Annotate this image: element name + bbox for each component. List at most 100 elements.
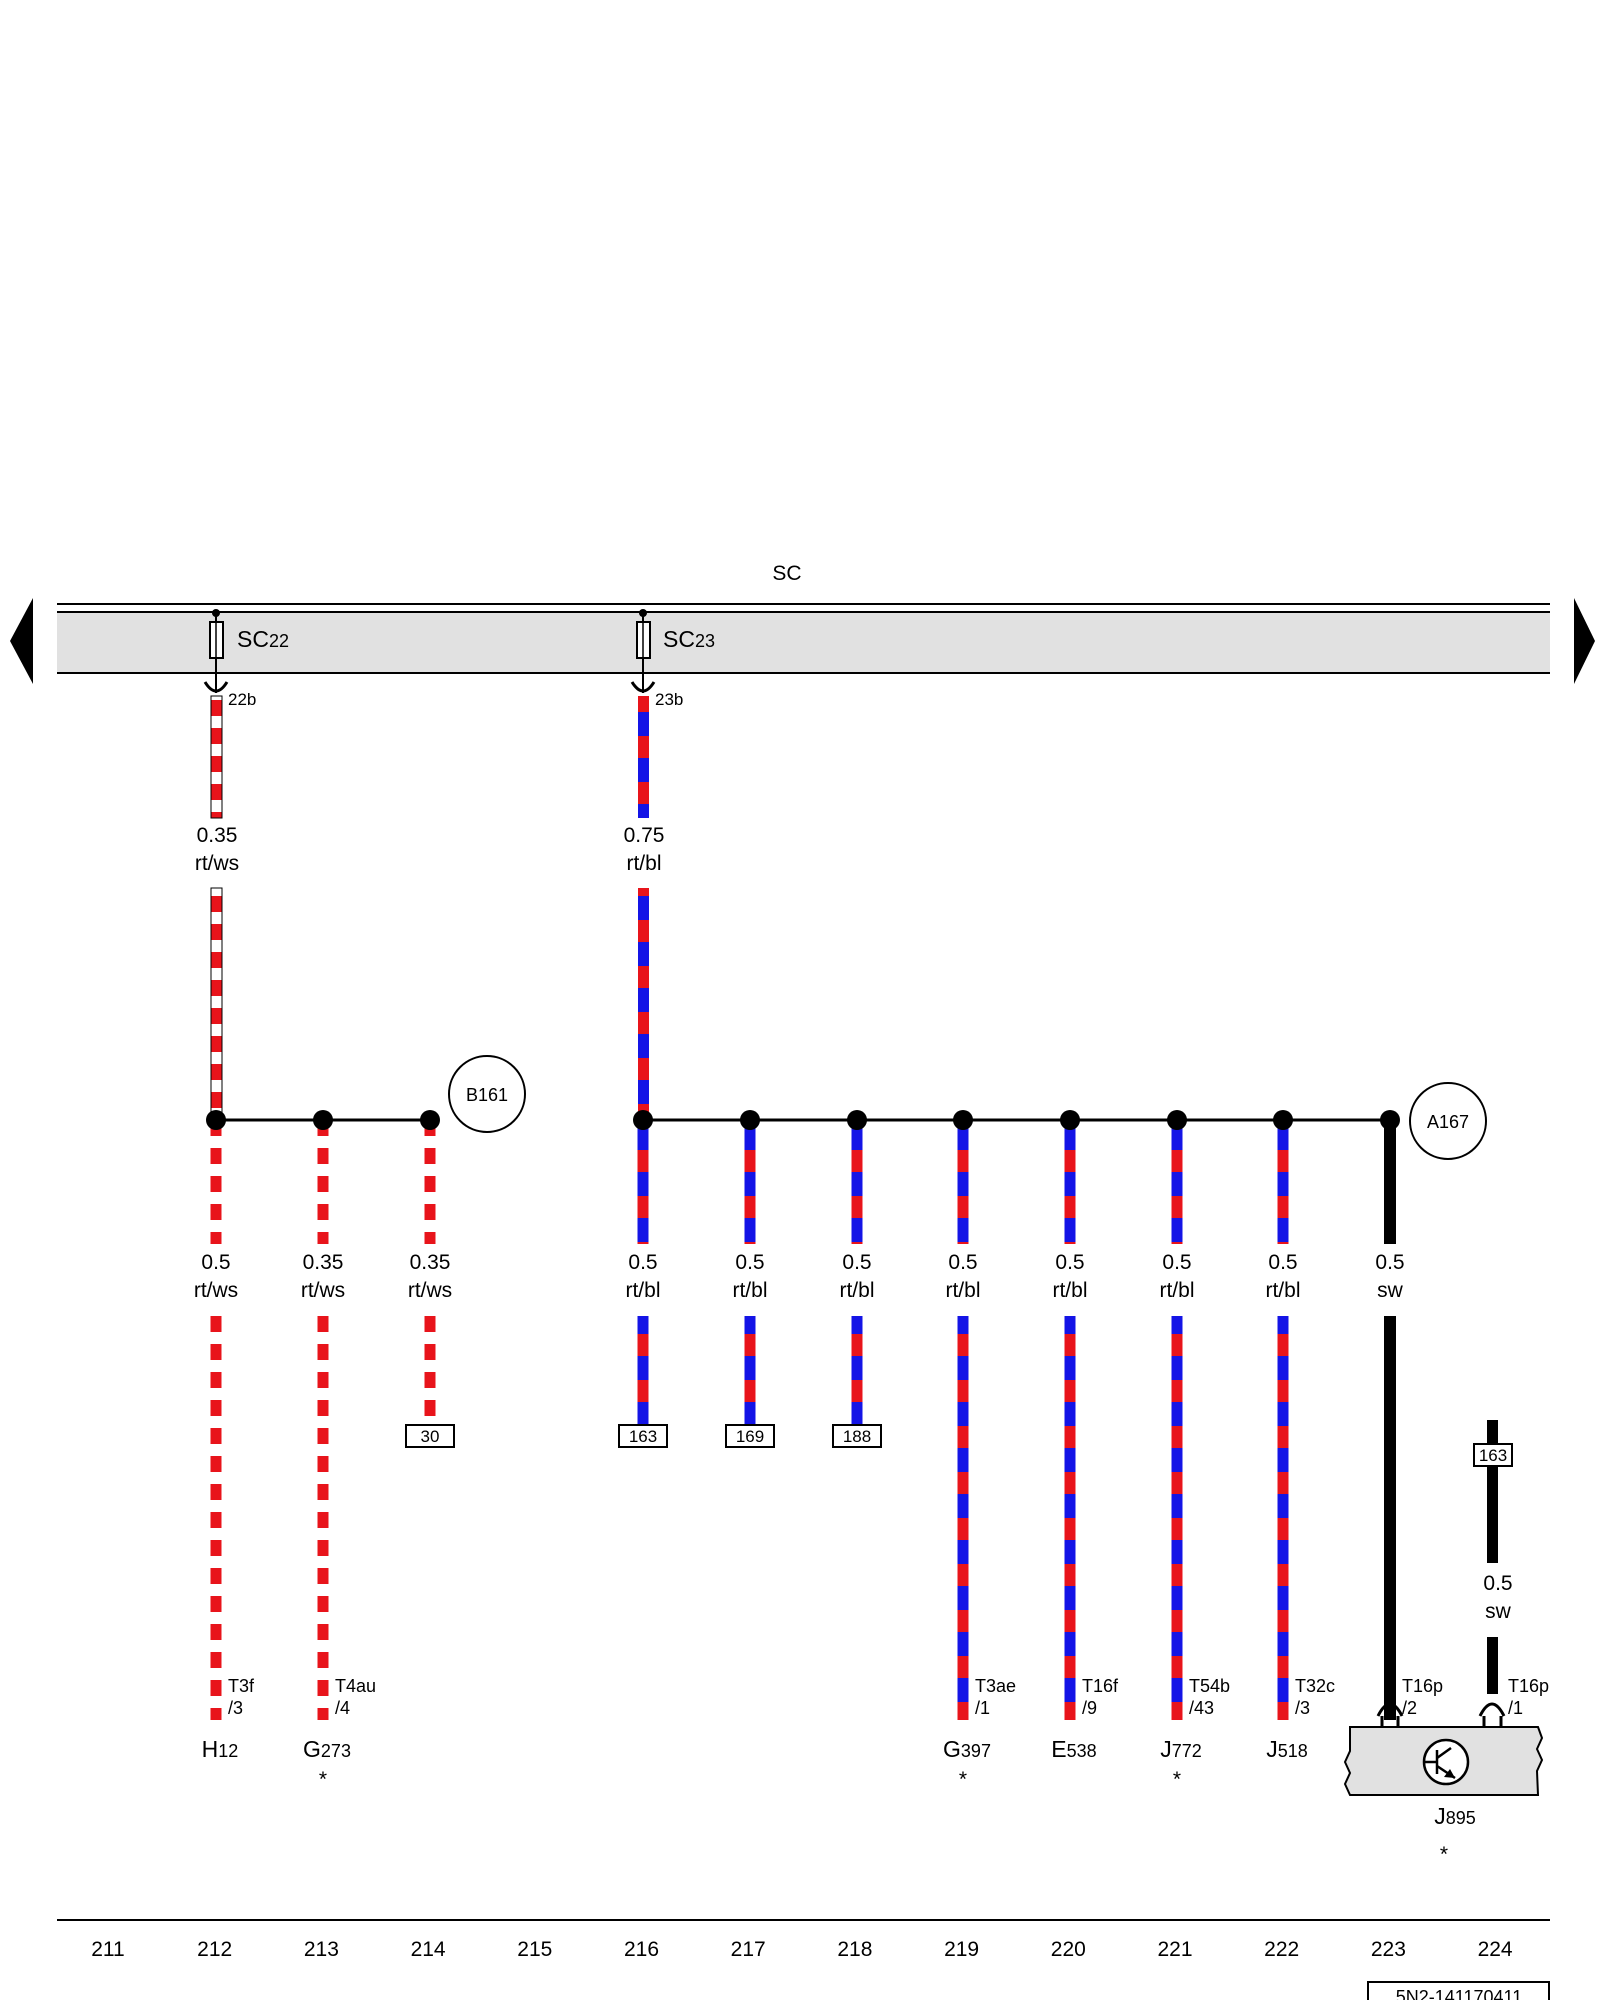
branch-wire-lower	[210, 1316, 222, 1720]
branch-wire-lower	[851, 1316, 863, 1425]
page-ref-label: 30	[421, 1427, 440, 1446]
page-ref-box[interactable]	[618, 1424, 668, 1448]
doc-id: 5N2-141170411	[1396, 1987, 1522, 2000]
fuse-sc23-name: SC23	[663, 626, 715, 652]
branch-size: 0.5	[1268, 1251, 1297, 1274]
branch-size: 0.5	[1055, 1251, 1084, 1274]
junction-dot	[953, 1110, 973, 1130]
trunk-wire-rtws	[210, 695, 223, 1121]
component-label: G397	[943, 1736, 991, 1762]
branch-wire-upper	[317, 1120, 329, 1244]
connector-pin: T54b	[1189, 1676, 1230, 1696]
branch-wire-upper	[1064, 1120, 1076, 1244]
connector-pin: T3ae	[975, 1676, 1016, 1696]
junction-dot	[1060, 1110, 1080, 1130]
branch-size: 0.5	[735, 1251, 764, 1274]
connector-pin: T3f	[228, 1676, 255, 1696]
junction-dot	[1167, 1110, 1187, 1130]
plug-icon	[1376, 1702, 1404, 1717]
j895-label: J895	[1434, 1803, 1476, 1829]
grid-number: 216	[624, 1938, 659, 1961]
connector-pin-no: /1	[975, 1698, 990, 1718]
grid-number: 214	[411, 1938, 446, 1961]
branch-color: rt/ws	[194, 1279, 238, 1302]
branch-size: 0.5	[842, 1251, 871, 1274]
page-ref-label: 188	[843, 1427, 871, 1446]
branch-wire-upper	[424, 1120, 436, 1244]
sc-bus-bar	[57, 603, 1550, 674]
junction-dot	[420, 1110, 440, 1130]
trunk-color-1: rt/ws	[195, 852, 239, 875]
fuse-sc23[interactable]	[630, 609, 656, 693]
grid-number: 224	[1478, 1938, 1513, 1961]
splice-b161-label: B161	[466, 1085, 508, 1105]
connector-pin: T16p	[1402, 1676, 1443, 1696]
branch-wire-lower	[1384, 1316, 1396, 1720]
j895-ref-box[interactable]: 163	[1473, 1443, 1513, 1467]
connector-pin-no: /2	[1402, 1698, 1417, 1718]
grid-number: 212	[197, 1938, 232, 1961]
doc-id-box: 5N2-141170411	[1367, 1981, 1550, 2000]
junction-dot	[633, 1110, 653, 1130]
branch-wire-upper	[1277, 1120, 1289, 1244]
previous-page-arrow[interactable]	[10, 598, 33, 684]
grid-number: 223	[1371, 1938, 1406, 1961]
grid-number: 215	[517, 1938, 552, 1961]
page-ref-box[interactable]	[725, 1424, 775, 1448]
component-label: J772	[1160, 1736, 1202, 1762]
splice-b161: B161	[448, 1055, 526, 1133]
branch-color: rt/bl	[1265, 1279, 1300, 1302]
branch-size: 0.5	[948, 1251, 977, 1274]
branch-wire-lower	[744, 1316, 756, 1425]
grid-number: 219	[944, 1938, 979, 1961]
connector-pin: T32c	[1295, 1676, 1335, 1696]
grid-number: 218	[837, 1938, 872, 1961]
component-label: G273	[303, 1736, 351, 1762]
grid-number: 213	[304, 1938, 339, 1961]
page-ref-box[interactable]	[832, 1424, 882, 1448]
connector-pin-no: /4	[335, 1698, 350, 1718]
branch-color: rt/bl	[945, 1279, 980, 1302]
branch-size: 0.5	[201, 1251, 230, 1274]
junction-dot	[740, 1110, 760, 1130]
connector-pin-no: /43	[1189, 1698, 1214, 1718]
trunk-size-2: 0.75	[624, 824, 665, 847]
junction-dot	[1380, 1110, 1400, 1130]
j895-star: *	[1440, 1843, 1448, 1866]
j895-wire	[1478, 1420, 1506, 1727]
grid-number: 220	[1051, 1938, 1086, 1961]
branch-wire-lower	[637, 1316, 649, 1425]
j895-pin: T16p	[1508, 1676, 1549, 1696]
component-label: E538	[1051, 1736, 1096, 1762]
component-label: J518	[1266, 1736, 1308, 1762]
j895-unit[interactable]	[1343, 1726, 1544, 1796]
branch-wire-upper	[210, 1120, 222, 1244]
component-star: *	[319, 1768, 327, 1791]
component-star: *	[1173, 1768, 1181, 1791]
j895-wire-color: sw	[1485, 1600, 1512, 1623]
page-ref-box[interactable]	[405, 1424, 455, 1448]
next-page-arrow[interactable]	[1574, 598, 1595, 684]
trunk-color-2: rt/bl	[626, 852, 661, 875]
branch-wire-lower	[424, 1316, 436, 1425]
branch-size: 0.5	[1162, 1251, 1191, 1274]
connector-pin: T16f	[1082, 1676, 1119, 1696]
branch-size: 0.35	[303, 1251, 344, 1274]
branch-wire-lower	[957, 1316, 969, 1720]
branch-wire-upper	[744, 1120, 756, 1244]
j895-wire-size: 0.5	[1483, 1572, 1512, 1595]
trunk-size-1: 0.35	[197, 824, 238, 847]
branch-color: rt/bl	[732, 1279, 767, 1302]
component-label: H12	[202, 1736, 239, 1762]
branch-color: rt/bl	[839, 1279, 874, 1302]
connector-pin-no: /3	[1295, 1698, 1310, 1718]
j895-ref-label: 163	[1479, 1446, 1507, 1465]
page-ref-label: 169	[736, 1427, 764, 1446]
branch-color: rt/bl	[625, 1279, 660, 1302]
branch-wire-upper	[957, 1120, 969, 1244]
connector-pin: T4au	[335, 1676, 376, 1696]
fuse-sc22[interactable]	[203, 609, 229, 693]
branch-wire-lower	[1171, 1316, 1183, 1720]
branch-size: 0.5	[1375, 1251, 1404, 1274]
